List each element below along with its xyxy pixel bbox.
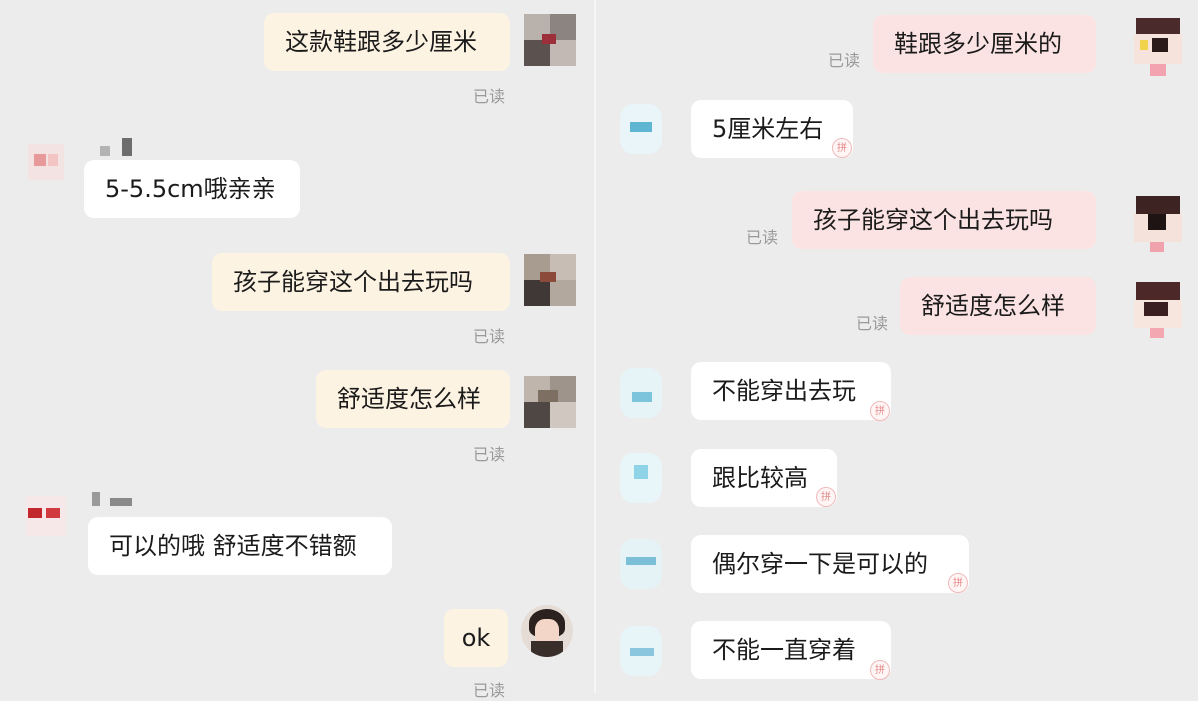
message-bubble[interactable]: 可以的哦 舒适度不错额 [88, 517, 392, 575]
pixelated-avatar-icon[interactable] [610, 362, 670, 426]
pixelated-avatar-icon[interactable] [610, 447, 670, 511]
pixelated-avatar-icon[interactable] [524, 254, 576, 306]
message-bubble[interactable]: 鞋跟多少厘米的 [873, 15, 1096, 73]
girl-photo-avatar[interactable] [521, 605, 573, 657]
message-bubble[interactable]: 5-5.5cm哦亲亲 [84, 160, 300, 218]
message-bubble[interactable]: 这款鞋跟多少厘米 [264, 13, 510, 71]
pixelated-name-icon [100, 146, 110, 156]
left-chat-panel: 这款鞋跟多少厘米 已读 5-5.5cm哦亲亲 孩子能穿这个出去玩吗 已读 舒适度… [0, 0, 595, 700]
pixelated-avatar-icon[interactable] [1130, 282, 1186, 342]
shop-badge-icon: 拼 [870, 401, 890, 421]
read-status: 已读 [473, 87, 506, 106]
pixelated-avatar-icon[interactable] [1130, 196, 1186, 256]
read-status: 已读 [473, 681, 506, 700]
shop-badge-icon: 拼 [832, 138, 852, 158]
read-status: 已读 [856, 314, 889, 333]
message-bubble[interactable]: 偶尔穿一下是可以的 [691, 535, 969, 593]
pixelated-name-icon [110, 498, 132, 506]
pixelated-avatar-icon[interactable] [20, 490, 72, 542]
read-status: 已读 [473, 327, 506, 346]
pixelated-avatar-icon[interactable] [20, 138, 72, 190]
pixelated-avatar-icon[interactable] [524, 14, 576, 66]
message-bubble[interactable]: 舒适度怎么样 [316, 370, 510, 428]
message-bubble[interactable]: 舒适度怎么样 [900, 277, 1096, 335]
read-status: 已读 [828, 51, 861, 70]
panel-divider [594, 0, 597, 693]
message-bubble[interactable]: ok [444, 609, 508, 667]
pixelated-avatar-icon[interactable] [610, 533, 670, 597]
right-chat-panel: 已读 鞋跟多少厘米的 5厘米左右 拼 已读 孩子能穿这个出去玩吗 已读 舒适度怎… [596, 0, 1198, 693]
read-status: 已读 [746, 228, 779, 247]
message-bubble[interactable]: 不能穿出去玩 [691, 362, 891, 420]
message-bubble[interactable]: 5厘米左右 [691, 100, 853, 158]
pixelated-avatar-icon[interactable] [524, 376, 576, 428]
pixelated-avatar-icon[interactable] [610, 98, 670, 162]
message-bubble[interactable]: 孩子能穿这个出去玩吗 [792, 191, 1096, 249]
pixelated-avatar-icon[interactable] [610, 620, 670, 684]
message-bubble[interactable]: 孩子能穿这个出去玩吗 [212, 253, 510, 311]
pixelated-name-icon [92, 492, 100, 506]
shop-badge-icon: 拼 [948, 573, 968, 593]
message-bubble[interactable]: 不能一直穿着 [691, 621, 891, 679]
pixelated-name-icon [122, 138, 132, 156]
message-bubble[interactable]: 跟比较高 [691, 449, 837, 507]
pixelated-avatar-icon[interactable] [1130, 18, 1186, 78]
shop-badge-icon: 拼 [870, 660, 890, 680]
read-status: 已读 [473, 445, 506, 464]
shop-badge-icon: 拼 [816, 487, 836, 507]
